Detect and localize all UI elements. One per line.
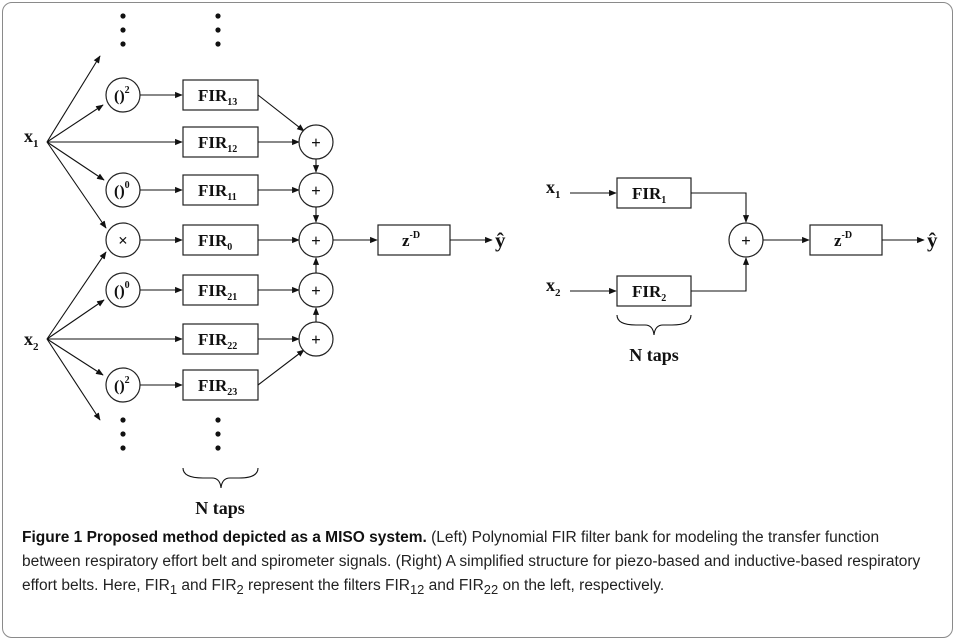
input-x2-right-label: x2 <box>546 275 561 299</box>
filter-fir23: FIR23 <box>182 369 259 401</box>
sum-node-right: + <box>728 222 764 258</box>
svg-text:FIR23: FIR23 <box>198 376 237 398</box>
svg-text:z-D: z-D <box>834 230 852 250</box>
filter-to-summer-wires <box>257 94 320 386</box>
right-simplified-structure: x1 x2 FIR1 FIR2 + z-D ŷ N taps <box>546 177 938 365</box>
caption-text-5: on the left, respectively. <box>498 577 665 594</box>
taps-label-right: N taps <box>629 345 679 365</box>
sum-node-1: + <box>298 124 334 160</box>
filter-fir22: FIR22 <box>182 323 259 355</box>
filter-fir0: FIR0 <box>182 224 259 256</box>
taps-brace-left <box>182 467 259 489</box>
filter-fir2: FIR2 <box>616 275 692 307</box>
svg-text:+: + <box>311 133 321 152</box>
caption-text-4: and FIR <box>424 577 484 594</box>
svg-text:+: + <box>311 330 321 349</box>
svg-text:FIR22: FIR22 <box>198 330 237 352</box>
x2-fanout-wires <box>46 251 183 421</box>
nonlinear-node-zero-1: ()0 <box>105 172 141 208</box>
caption-sub-1: 1 <box>169 582 178 598</box>
node-to-filter-wires <box>140 91 183 389</box>
svg-text:FIR21: FIR21 <box>198 281 237 303</box>
svg-text:FIR1: FIR1 <box>632 184 666 206</box>
nonlinear-node-zero-2: ()0 <box>105 272 141 308</box>
filter-fir11: FIR11 <box>182 174 259 206</box>
svg-text:()0: ()0 <box>114 180 130 200</box>
filter-fir21: FIR21 <box>182 274 259 306</box>
svg-text:FIR13: FIR13 <box>198 86 237 108</box>
caption-text-1: (Left) Polynomial FIR filter bank for mo… <box>22 529 921 594</box>
left-filter-bank: x1 x2 ()2 ()0 × <box>24 13 506 518</box>
nonlinear-node-square-1: ()2 <box>105 77 141 113</box>
input-x1-label: x1 <box>24 126 39 150</box>
svg-text:+: + <box>311 231 321 250</box>
delay-block-right: z-D <box>809 224 883 256</box>
input-x2-label: x2 <box>24 329 39 353</box>
product-node: × <box>105 222 141 258</box>
input-x1-right-label: x1 <box>546 177 561 201</box>
taps-label-left: N taps <box>195 498 245 518</box>
svg-text:z-D: z-D <box>402 230 420 250</box>
filter-fir1: FIR1 <box>616 177 692 209</box>
svg-text:()0: ()0 <box>114 280 130 300</box>
fir1-to-sum-wire <box>691 192 750 223</box>
caption-sub-3: 12 <box>409 582 425 598</box>
sum-node-4: + <box>298 321 334 357</box>
svg-text:FIR11: FIR11 <box>198 181 237 203</box>
svg-text:FIR2: FIR2 <box>632 282 666 304</box>
svg-text:+: + <box>311 281 321 300</box>
delay-block-left: z-D <box>377 224 451 256</box>
sum-node-main: + <box>298 222 334 258</box>
figure-caption: Figure 1 Proposed method depicted as a M… <box>22 526 937 602</box>
taps-brace-right <box>616 314 692 336</box>
svg-text:+: + <box>311 181 321 200</box>
svg-text:FIR12: FIR12 <box>198 133 237 155</box>
svg-text:FIR0: FIR0 <box>198 231 232 253</box>
caption-sub-4: 22 <box>483 582 499 598</box>
svg-text:+: + <box>741 231 751 250</box>
sum-node-2: + <box>298 172 334 208</box>
continuation-dots <box>120 13 221 451</box>
caption-text-3: represent the filters FIR <box>243 577 410 594</box>
caption-title: Figure 1 Proposed method depicted as a M… <box>22 529 427 546</box>
caption-text-2: and FIR <box>177 577 237 594</box>
svg-text:()2: ()2 <box>114 375 130 395</box>
output-y-hat-left: ŷ <box>495 228 506 252</box>
nonlinear-node-square-2: ()2 <box>105 367 141 403</box>
x1-fanout-wires <box>46 55 183 229</box>
filter-fir13: FIR13 <box>182 79 259 111</box>
output-y-hat-right: ŷ <box>927 228 938 252</box>
fir2-to-sum-wire <box>691 257 750 292</box>
svg-text:×: × <box>118 231 128 250</box>
caption-sub-2: 2 <box>236 582 244 598</box>
filter-fir12: FIR12 <box>182 126 259 158</box>
svg-text:()2: ()2 <box>114 85 130 105</box>
sum-node-3: + <box>298 272 334 308</box>
